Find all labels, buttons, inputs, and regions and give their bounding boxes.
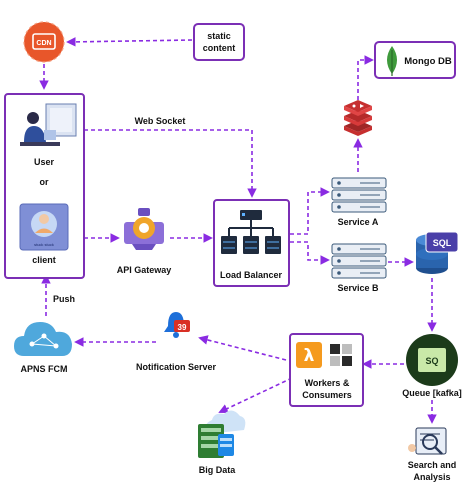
user-desk-icon — [20, 103, 77, 146]
service-b-label: Service B — [337, 283, 379, 293]
load-balancer-icon — [221, 210, 281, 254]
static-content-label-2: content — [203, 43, 236, 53]
sqs-queue-icon: SQ — [406, 334, 458, 386]
service-a-label: Service A — [338, 217, 379, 227]
user-label: User — [34, 157, 55, 167]
service-a-node: Service A — [331, 177, 387, 227]
client-screen-text: stuck stuck — [34, 242, 54, 247]
search-analysis-icon — [408, 427, 447, 455]
sql-database-icon: SQL — [416, 231, 459, 274]
service-b-node: Service B — [331, 243, 387, 293]
queue-node: SQ Queue [kafka] — [402, 334, 462, 398]
edge-redis-to-mongo — [357, 55, 374, 100]
sql-icon-text: SQL — [433, 238, 452, 248]
static-content-node: static content — [193, 23, 245, 61]
apns-node: APNS FCM — [14, 322, 72, 374]
redis-cache-icon — [344, 100, 372, 136]
user-client-node: User or stuck stuck client — [4, 93, 85, 279]
notification-bell-icon: 39 — [164, 312, 190, 338]
or-label: or — [40, 177, 49, 187]
apns-label: APNS FCM — [21, 364, 68, 374]
load-balancer-node: Load Balancer — [213, 199, 290, 287]
big-data-cloud-icon — [198, 410, 246, 458]
server-rack-icon — [331, 177, 387, 213]
api-gateway-label: API Gateway — [117, 265, 172, 275]
notification-server-node: 39 Notification Server — [136, 312, 217, 372]
cdn-globe-icon: CDN — [23, 21, 65, 63]
workers-node: λ Workers & Consumers — [289, 333, 364, 407]
workers-icon-text: λ — [304, 346, 315, 366]
mongo-label: Mongo DB — [404, 56, 452, 67]
cdn-icon-text: CDN — [36, 40, 51, 47]
mongodb-leaf-icon — [387, 46, 397, 76]
workers-label-2: Consumers — [302, 390, 352, 400]
edges — [39, 37, 437, 424]
lambda-icon: λ — [296, 342, 322, 368]
server-rack-icon — [331, 243, 387, 279]
static-content-box — [193, 23, 245, 61]
edge-lb-to-service-b — [290, 241, 330, 265]
edge-workers-to-bigdata — [218, 377, 293, 414]
big-data-node: Big Data — [198, 410, 246, 475]
notification-server-label: Notification Server — [136, 362, 217, 372]
search-node: Search and Analysis — [408, 427, 457, 482]
queue-label: Queue [kafka] — [402, 388, 462, 398]
api-gateway-node: API Gateway — [117, 208, 172, 275]
websocket-label: Web Socket — [135, 116, 186, 126]
mongo-node: Mongo DB — [374, 41, 456, 79]
client-label: client — [32, 255, 56, 265]
big-data-label: Big Data — [199, 465, 237, 475]
edge-lb-to-service-a — [290, 187, 330, 235]
edge-workers-to-notification — [198, 335, 287, 361]
client-avatar-icon: stuck stuck — [19, 203, 69, 251]
search-label-2: Analysis — [413, 472, 450, 482]
consumers-cubes-icon — [330, 344, 352, 366]
notification-badge: 39 — [178, 323, 187, 332]
workers-label-1: Workers & — [305, 378, 350, 388]
cloud-network-icon — [14, 322, 72, 356]
queue-icon-text: SQ — [425, 356, 438, 366]
mongo-box — [374, 41, 456, 79]
cdn-node: CDN — [23, 21, 65, 63]
static-content-label-1: static — [207, 31, 231, 41]
edge-websocket — [84, 129, 257, 198]
load-balancer-label: Load Balancer — [220, 270, 283, 280]
search-label-1: Search and — [408, 460, 457, 470]
api-gateway-gear-icon — [124, 208, 164, 250]
edge-static-to-cdn — [66, 37, 193, 47]
push-label: Push — [53, 294, 75, 304]
